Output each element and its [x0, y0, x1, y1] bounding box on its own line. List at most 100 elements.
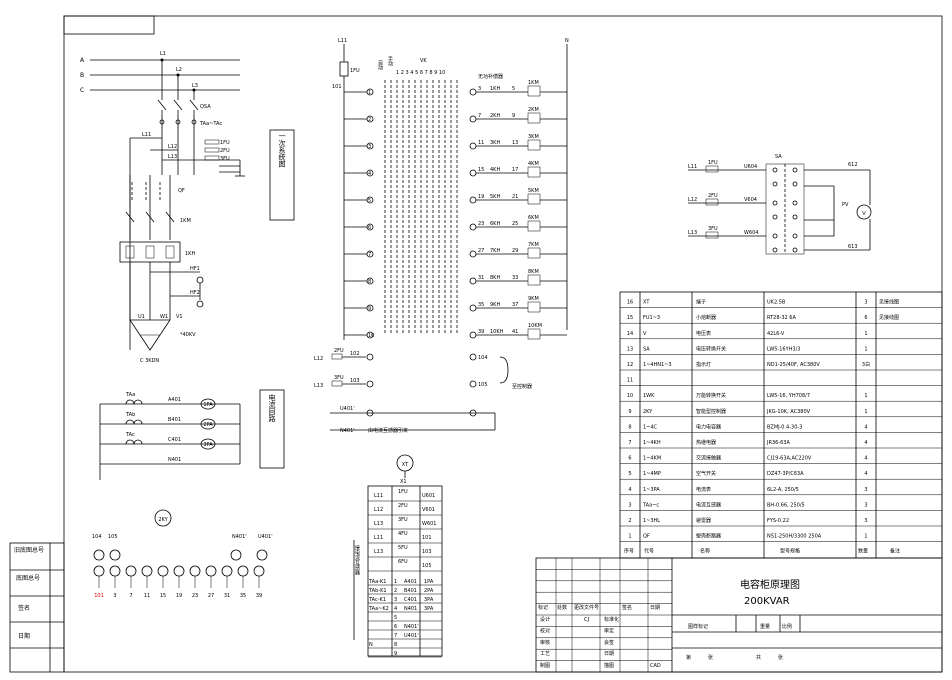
tb-row-a: 设计 — [540, 616, 550, 623]
control-row-kh: 3KH — [490, 140, 500, 146]
control-row-num: 33 — [512, 275, 518, 281]
bom-header: 序号 — [624, 548, 634, 555]
xt-row-f: 1FU — [398, 489, 408, 495]
ctrl-n: N — [565, 38, 569, 44]
bom-qty: 3 — [864, 300, 867, 306]
bom-no: 9 — [628, 409, 631, 415]
vm-sa: SA — [775, 154, 782, 160]
control-row-km: 7KM — [528, 242, 539, 248]
bom-rem: 见接线图 — [879, 314, 899, 321]
bom-code: 1~3PA — [643, 487, 660, 493]
bom-no: 5 — [628, 471, 631, 477]
current-circuit: TAa TAb TAc A401 B401 C401 1PA 2PA 3PA N… — [99, 389, 285, 480]
side-date: 日期 — [18, 632, 30, 640]
xt-row-l: L13 — [374, 549, 383, 555]
xt-ta-l: N — [369, 642, 373, 648]
ky-num: 3 — [113, 593, 116, 599]
bom-header: 备注 — [890, 548, 900, 555]
vm-613: 613 — [848, 244, 858, 250]
xt-block: XT X1 L111FUU601L122FUV601L133FUW601L114… — [353, 454, 443, 658]
vm-row-n: U604 — [744, 164, 757, 170]
bom-name: 电流表 — [696, 486, 711, 493]
xt-ta-l: TAb-K1 — [368, 588, 387, 594]
bom-name: 空气开关 — [696, 470, 716, 477]
xt-ta-a: N401' — [404, 624, 419, 630]
bom-no: 14 — [627, 331, 633, 337]
bom-name: 电力电容器 — [696, 423, 721, 430]
bom-code: 1~4MP — [643, 471, 661, 477]
bom-no: 8 — [628, 424, 631, 430]
bom-header: 代号 — [644, 548, 654, 555]
side-sign: 签名 — [18, 604, 30, 612]
bom-header: 名称 — [700, 548, 710, 555]
control-row-km: 6KM — [528, 215, 539, 221]
control-row-node: 3 — [478, 86, 481, 92]
hl-2: HF2 — [190, 290, 200, 296]
line-l13: L13 — [168, 154, 177, 160]
control-row-num: 17 — [512, 167, 518, 173]
tb-label: 标记 — [538, 604, 548, 611]
bom-no: 4 — [628, 487, 631, 493]
tb-scale: 比例 — [782, 623, 792, 630]
bom-qty: 3白 — [862, 361, 870, 368]
tb-row-b: CJ — [584, 617, 589, 623]
bottom-105: 105 — [478, 382, 488, 388]
bom-code: FU1~3 — [643, 315, 660, 321]
bom-spec: UK2.5B — [767, 300, 786, 306]
bom-no: 7 — [628, 440, 631, 446]
control-row-num: 37 — [512, 302, 518, 308]
net-a401: A401 — [168, 397, 181, 403]
qs-label: QSA — [200, 104, 211, 110]
bom-code: 1~4KM — [643, 456, 661, 462]
control-row-km: 10KM — [528, 323, 542, 329]
control-row-num: 5 — [512, 86, 515, 92]
xt-row-f: 2FU — [398, 503, 408, 509]
control-circuit: L11 1FU 101 N 自动 手动 1 2 3 4 5 6 7 8 9 10… — [314, 38, 569, 434]
bom-name: 电压转换开关 — [696, 345, 726, 352]
xt-row-l: L13 — [374, 521, 383, 527]
control-row-num: 21 — [512, 194, 518, 200]
vm-row-n: W604 — [744, 230, 759, 236]
current-title: 电流回路 — [268, 393, 276, 423]
bottom-104: 104 — [478, 355, 488, 361]
control-row-node: 35 — [478, 302, 484, 308]
ky-rt-u: U401' — [258, 534, 273, 540]
bom-spec: ND1-25/40F, AC380V — [767, 362, 820, 368]
col-auto: 自动 — [377, 59, 383, 71]
bom-name: 万能转换开关 — [696, 392, 726, 399]
ctrl-box: 至控制器 — [512, 383, 532, 390]
xt-ta-a: B401 — [404, 588, 417, 594]
tb-sheet: 第 — [686, 654, 691, 661]
bom-no: 10 — [627, 393, 633, 399]
tb-weight: 重量 — [760, 623, 770, 630]
phase-c: C — [80, 87, 84, 94]
xt-ta-n: 7 — [394, 633, 397, 639]
xt-ta-n: 4 — [394, 606, 397, 612]
ta-b: TAb — [125, 412, 135, 418]
xt-ta-b: 2PA — [424, 588, 434, 594]
control-row-km: 3KM — [528, 134, 539, 140]
bom-name: 电流互感器 — [696, 501, 721, 508]
tb-draw: 制图 — [540, 662, 550, 669]
drawing-name: 电容柜原理图 — [740, 578, 800, 591]
net-n401: N401 — [168, 457, 181, 463]
bom-name: 智能型控制器 — [696, 408, 726, 415]
bom-spec: BH-0.66, 250/5 — [767, 502, 805, 508]
tb-label: 日期 — [650, 605, 660, 611]
vm-row-l: L11 — [688, 164, 697, 170]
tb-row-a: 工艺 — [540, 651, 550, 657]
tb-label: 更改文件号 — [574, 604, 599, 611]
xt-row-f: 6FU — [398, 559, 408, 565]
control-row-num: 13 — [512, 140, 518, 146]
xt-row-f: 5FU — [398, 545, 408, 551]
ky-num: 15 — [160, 593, 166, 599]
bom-qty: 4 — [864, 440, 867, 446]
